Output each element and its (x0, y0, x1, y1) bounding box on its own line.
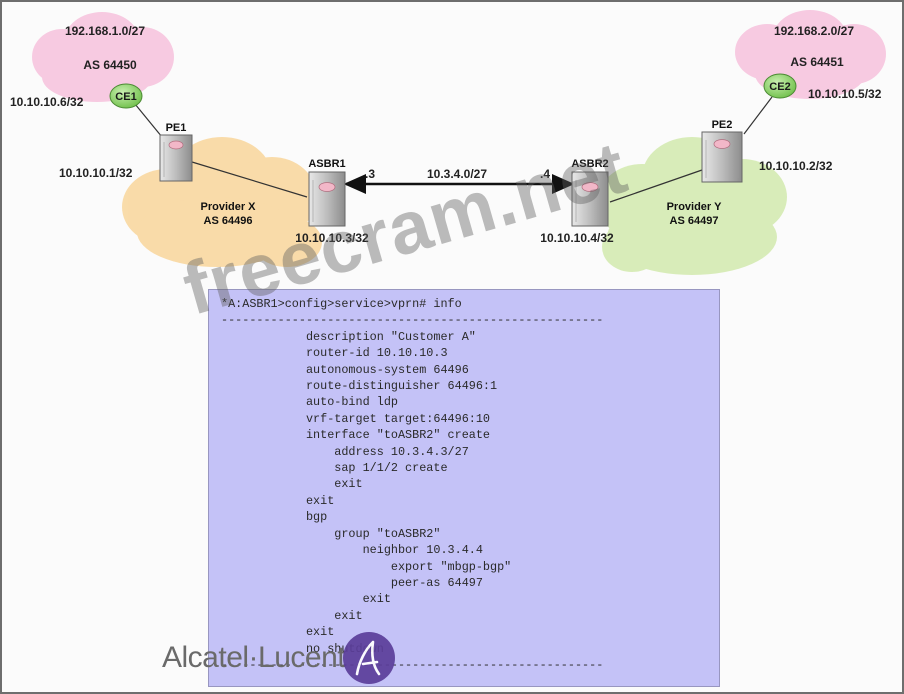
asbr1-ip: 10.10.10.3/32 (295, 231, 369, 245)
pe1-name: PE1 (166, 122, 187, 134)
asbr2-name: ASBR2 (571, 158, 608, 170)
left-site-subnet: 192.168.1.0/27 (65, 24, 145, 38)
asbr1-router-icon (308, 171, 346, 227)
config-line: address 10.3.4.3/27 (221, 444, 469, 459)
config-line: sap 1/1/2 create (221, 461, 448, 476)
left-site-as: AS 64450 (83, 58, 137, 72)
config-line: description "Customer A" (221, 329, 476, 344)
asbr2-router-icon (571, 171, 609, 227)
ce2-ip: 10.10.10.5/32 (808, 87, 882, 101)
cli-config-text: *A:ASBR1>config>service>vprn# info -----… (209, 290, 719, 679)
config-line: exit (221, 493, 335, 508)
link-pe2-ce2 (743, 96, 773, 135)
alcatel-lucent-logo-icon (343, 632, 396, 684)
provider-x-as: AS 64496 (204, 215, 253, 227)
config-line: ----------------------------------------… (221, 657, 604, 672)
link-ce1-pe1 (134, 103, 163, 138)
right-site-as: AS 64451 (790, 55, 844, 69)
alcatel-lucent-logo: Alcatel·Lucent (162, 632, 396, 684)
ce2-router-icon: CE2 (763, 73, 797, 99)
config-line: exit (221, 608, 363, 623)
ce1-label: CE1 (115, 91, 136, 103)
pe1-router-icon (159, 134, 193, 182)
link-pe1-asbr1 (191, 161, 308, 198)
cli-config-panel: *A:ASBR1>config>service>vprn# info -----… (208, 289, 720, 687)
config-line: ----------------------------------------… (221, 313, 604, 328)
config-line: neighbor 10.3.4.4 (221, 543, 483, 558)
right-site-subnet: 192.168.2.0/27 (774, 24, 854, 38)
pe1-ip: 10.10.10.1/32 (59, 166, 133, 180)
ce1-router-icon: CE1 (109, 83, 143, 109)
config-line: interface "toASBR2" create (221, 428, 491, 443)
config-line: group "toASBR2" (221, 526, 441, 541)
config-line: autonomous-system 64496 (221, 362, 469, 377)
config-line: route-distinguisher 64496:1 (221, 379, 498, 394)
config-line: export "mbgp-bgp" (221, 559, 512, 574)
ce1-ip: 10.10.10.6/32 (10, 95, 84, 109)
provider-y-name: Provider Y (667, 201, 722, 213)
config-line: exit (221, 592, 391, 607)
provider-x-name: Provider X (200, 201, 256, 213)
ce2-label: CE2 (769, 81, 790, 93)
asbr2-ip: 10.10.10.4/32 (540, 231, 614, 245)
provider-y-cloud (597, 137, 787, 275)
asbr1-host: .3 (365, 167, 375, 181)
config-line: vrf-target target:64496:10 (221, 411, 491, 426)
config-line: exit (221, 625, 335, 640)
config-line: router-id 10.10.10.3 (221, 346, 448, 361)
provider-x-cloud (122, 137, 322, 267)
provider-y-as: AS 64497 (670, 215, 719, 227)
config-line: bgp (221, 510, 328, 525)
pe2-name: PE2 (712, 119, 733, 131)
pe2-ip: 10.10.10.2/32 (759, 159, 833, 173)
link-subnet: 10.3.4.0/27 (427, 167, 487, 181)
config-line: auto-bind ldp (221, 395, 398, 410)
link-asbr2-pe2 (609, 169, 703, 203)
asbr2-host: .4 (540, 167, 550, 181)
config-line: exit (221, 477, 363, 492)
config-line: peer-as 64497 (221, 575, 483, 590)
logo-text: Alcatel·Lucent (162, 641, 346, 674)
pe2-router-icon (701, 131, 743, 183)
asbr1-name: ASBR1 (308, 158, 345, 170)
config-line: *A:ASBR1>config>service>vprn# info (221, 297, 462, 311)
